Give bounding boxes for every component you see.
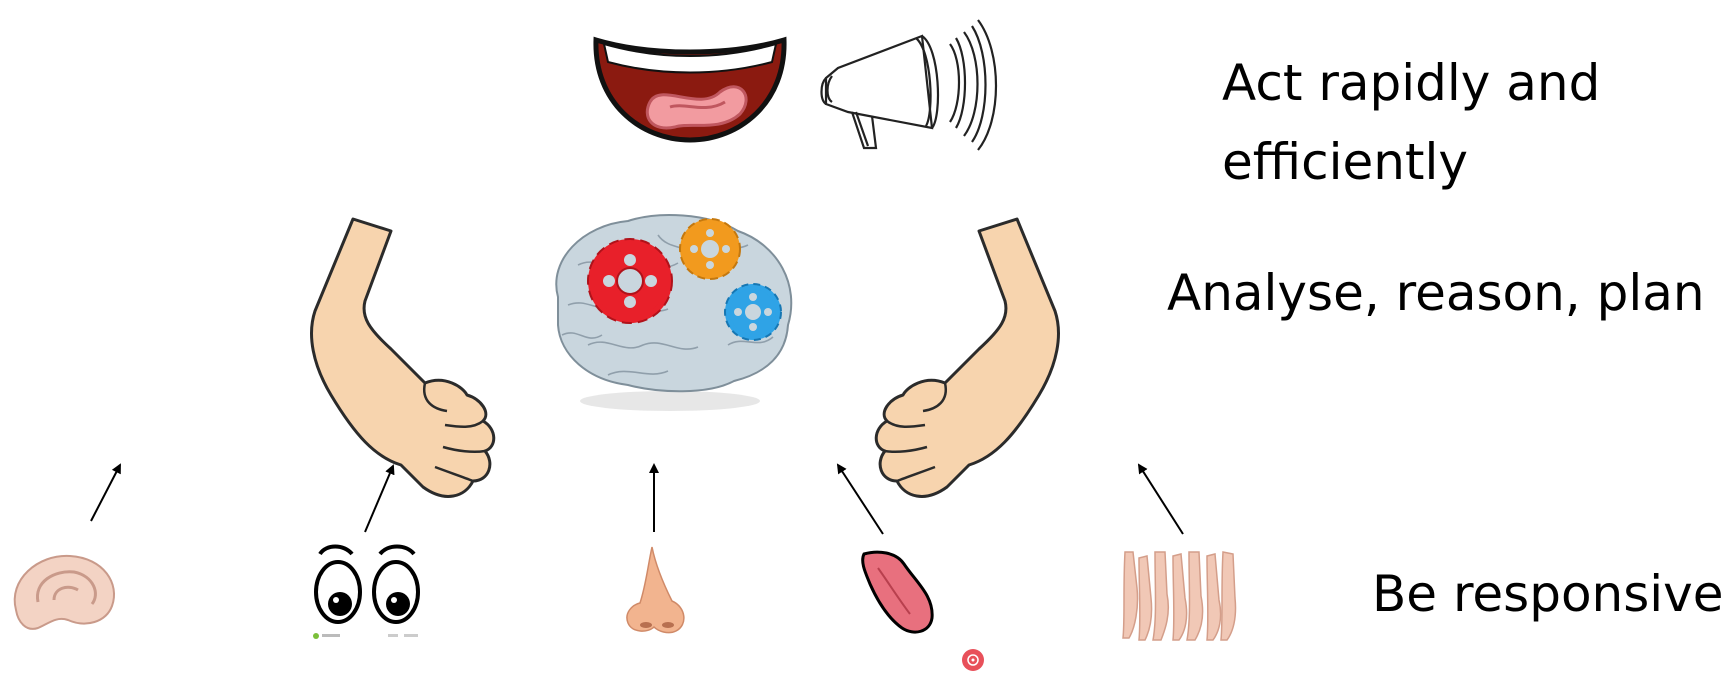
caption-be-responsive: Be responsive	[1372, 565, 1724, 623]
arrow-hands	[1139, 465, 1183, 534]
small-red-badge-icon	[961, 648, 985, 672]
arrow-tongue	[838, 465, 883, 534]
eyes-icon	[308, 540, 428, 640]
ear-icon	[8, 550, 120, 632]
hands-icon	[1115, 548, 1245, 644]
caption-act-rapidly-line1: Act rapidly and	[1222, 54, 1600, 112]
arrow-eyes	[365, 466, 393, 532]
arrow-ear	[91, 465, 120, 521]
caption-analyse-reason-plan: Analyse, reason, plan	[1167, 264, 1705, 322]
tongue-icon	[858, 548, 938, 636]
nose-icon	[622, 545, 692, 637]
caption-act-rapidly-line2: efficiently	[1222, 133, 1468, 191]
